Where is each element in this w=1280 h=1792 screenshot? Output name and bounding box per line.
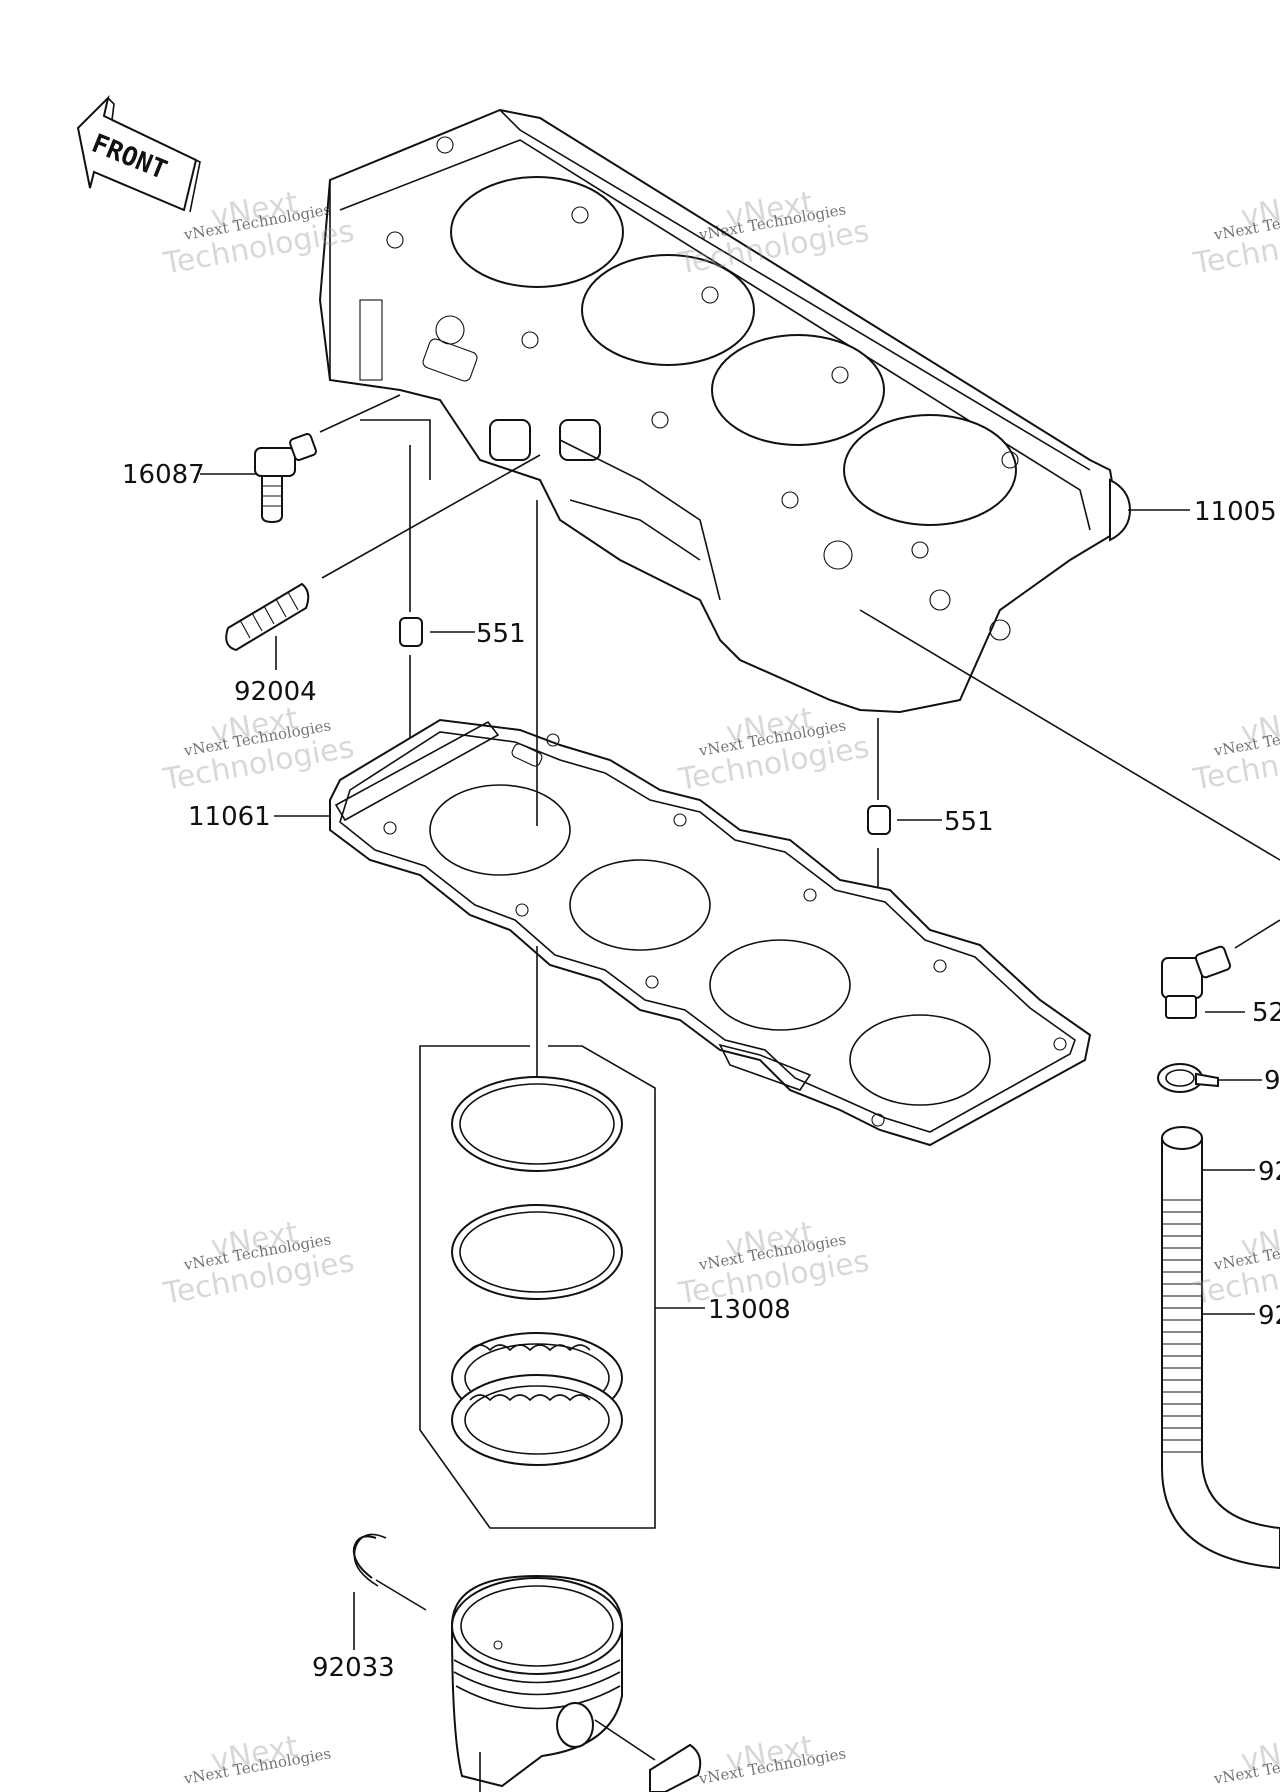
watermark-10: vNext vNext Technologies	[182, 1729, 333, 1788]
hose-92	[1161, 1126, 1280, 1570]
cylinder-bore-1	[450, 176, 624, 288]
cylinder-bore-4	[843, 414, 1017, 526]
top-ring	[451, 1076, 623, 1172]
callout-92004: 92004	[234, 677, 317, 707]
callout-92-a: 92	[1258, 1157, 1280, 1187]
oil-ring	[451, 1332, 623, 1466]
piston	[450, 1574, 702, 1792]
piston-ring-set-13008	[419, 1045, 705, 1529]
callout-92-b: 92	[1258, 1301, 1280, 1331]
watermark-2: vNext vNext Technologies Technologies	[675, 185, 872, 282]
watermark-5: vNext vNext Technologies Technologies	[675, 701, 872, 798]
cylinder-bore-2	[581, 254, 755, 366]
watermark-12: vNext vNext Technologies	[1212, 1729, 1280, 1788]
watermark-7: vNext vNext Technologies Technologies	[160, 1215, 357, 1312]
callout-92033: 92033	[312, 1653, 395, 1683]
elbow-fitting-52	[1161, 919, 1280, 1019]
callout-13008: 13008	[708, 1295, 791, 1325]
callout-52: 52	[1252, 998, 1280, 1028]
circlip-92033	[352, 1533, 427, 1650]
callout-551-b: 551	[944, 807, 994, 837]
stud-92004	[225, 454, 541, 670]
watermark-11: vNext vNext Technologies	[697, 1729, 848, 1788]
watermark-6: vNext vNext Technologies Technologies	[1190, 701, 1280, 798]
fitting-16087	[200, 394, 401, 524]
callout-551-a: 551	[476, 619, 526, 649]
watermark-3: vNext vNext Technologies Technologies	[1190, 185, 1280, 282]
callout-11061: 11061	[188, 802, 271, 832]
watermark-8: vNext vNext Technologies Technologies	[675, 1215, 872, 1312]
callout-9: 9	[1264, 1066, 1280, 1096]
cylinder-bore-3	[711, 334, 885, 446]
second-ring	[451, 1204, 623, 1300]
hose-clamp-9	[1157, 1063, 1262, 1093]
watermark-4: vNext vNext Technologies Technologies	[160, 701, 357, 798]
cylinder-block	[318, 108, 1132, 714]
callout-16087: 16087	[122, 460, 205, 490]
front-arrow: FRONT	[76, 94, 201, 213]
callout-11005: 11005	[1194, 497, 1277, 527]
